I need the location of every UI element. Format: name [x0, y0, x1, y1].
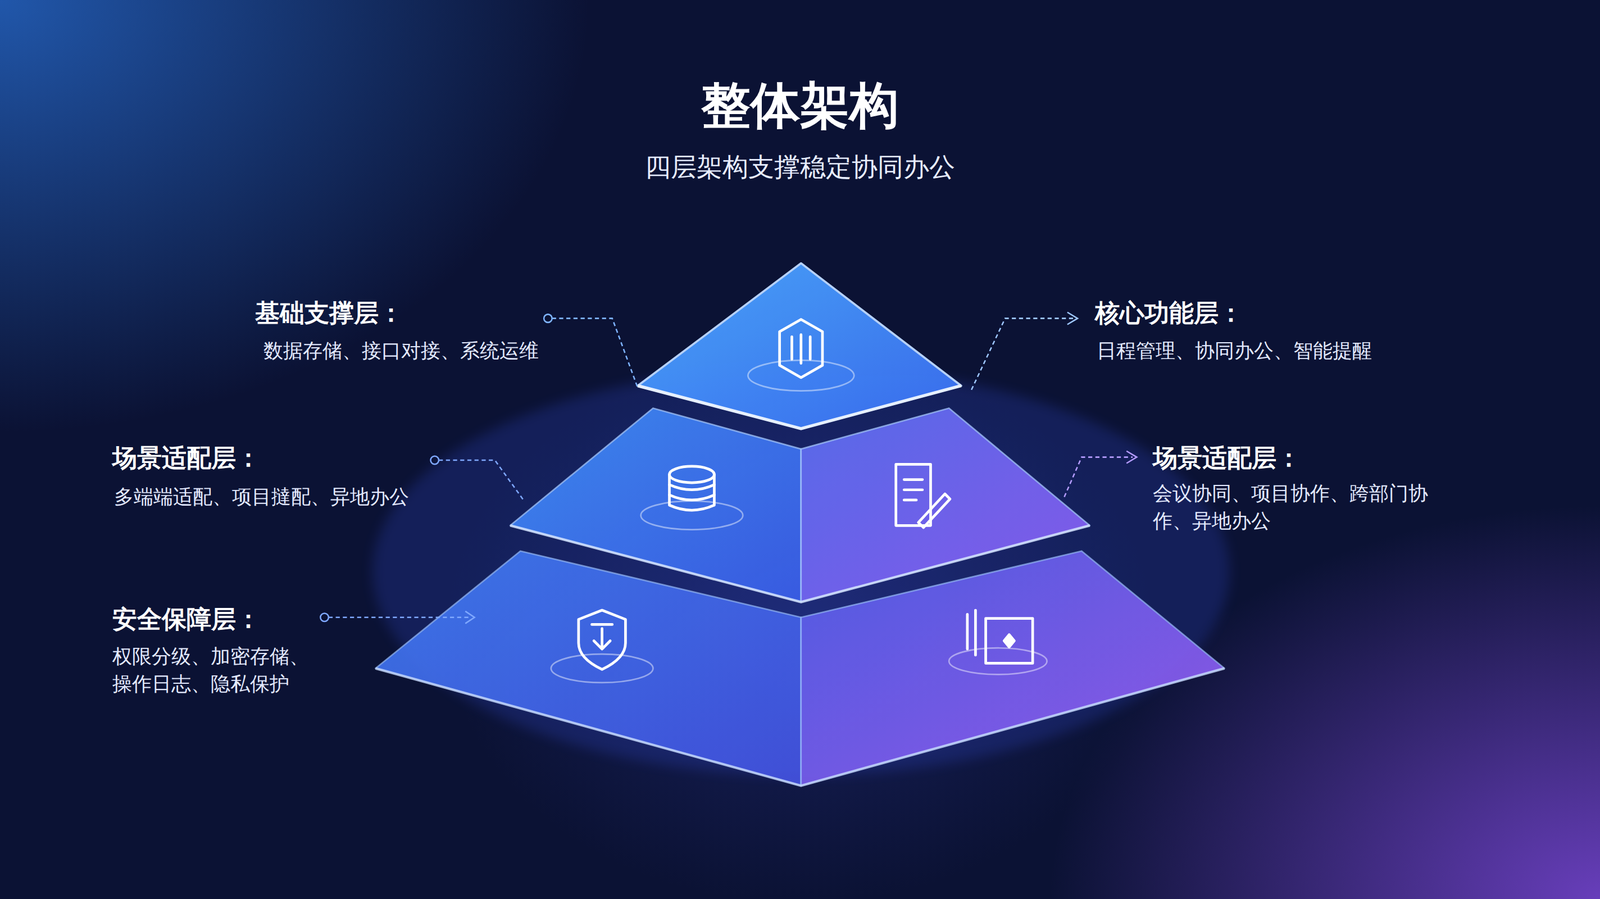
layer-description: 会议协同、项目协作、跨部门协作、异地办公 — [1152, 479, 1441, 535]
middle-tier — [510, 407, 1090, 602]
page-subtitle: 四层架构支撑稳定协同办公 — [0, 150, 1600, 185]
layer-description: 多端端适配、项目撻配、异地办公 — [114, 483, 409, 511]
layer-heading: 安全保障层： — [112, 601, 261, 637]
top-tier — [637, 263, 962, 429]
layer-description: 日程管理、协同办公、智能提醒 — [1096, 337, 1372, 365]
tier-icons — [551, 319, 1048, 683]
layer-heading: 场景适配层： — [1152, 440, 1302, 476]
layer-description: 权限分级、加密存储、 操作日志、隐私保护 — [112, 642, 327, 698]
layer-heading: 基础支撑层： — [255, 295, 404, 331]
layer-description: 数据存储、接口对接、系统运维 — [263, 337, 539, 365]
page-title: 整体架构 — [0, 75, 1600, 136]
layer-heading: 核心功能层： — [1094, 295, 1244, 331]
layer-heading: 场景适配层： — [112, 440, 261, 476]
